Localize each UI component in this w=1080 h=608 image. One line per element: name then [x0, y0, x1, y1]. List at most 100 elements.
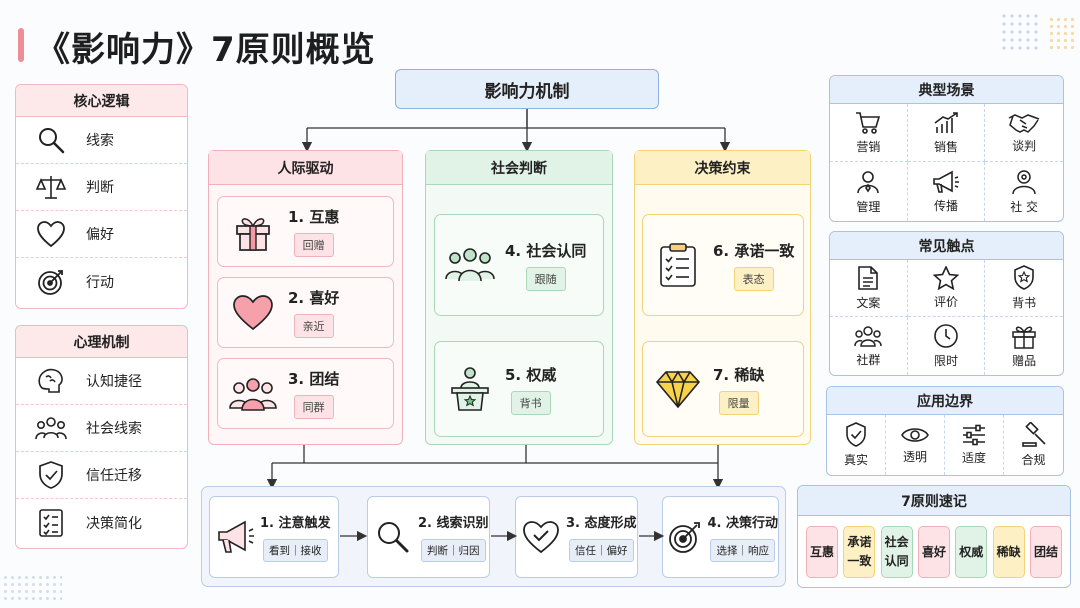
- growth-chart-icon: [933, 111, 959, 135]
- principle-card-liking: 2. 喜好 亲近: [217, 277, 394, 348]
- principle-name: 6. 承诺一致: [713, 241, 795, 260]
- psych-label: 认知捷径: [86, 374, 142, 390]
- decor-dots: [2, 574, 62, 604]
- scene-label: 销售: [933, 139, 958, 154]
- psych-item: 认知捷径: [16, 358, 187, 405]
- principle-card-scarcity: 7. 稀缺 限量: [642, 341, 804, 437]
- podium-icon: [435, 366, 505, 412]
- column-title: 社会判断: [426, 151, 612, 185]
- gift-icon: [1011, 323, 1037, 349]
- flow-step-action: 4. 决策行动 选择｜响应: [662, 496, 779, 578]
- shield-check-icon: [16, 460, 86, 490]
- gift-icon: [218, 212, 288, 252]
- scene-item: 营销: [830, 104, 908, 162]
- principle-card-social-proof: 4. 社会认同 跟随: [434, 214, 604, 316]
- touchpoint-item: 背书: [985, 260, 1063, 317]
- psych-item: 社会线索: [16, 405, 187, 452]
- memo-title: 7原则速记: [798, 486, 1070, 516]
- touchpoint-label: 背书: [1012, 296, 1037, 310]
- boundary-item: 真实: [827, 415, 886, 475]
- target-icon: [16, 267, 86, 297]
- principle-tag: 跟随: [525, 266, 566, 291]
- scene-label: 谈判: [1012, 138, 1037, 153]
- boundary-panel: 应用边界 真实 透明 适度 合规: [826, 386, 1064, 476]
- flow-step-attention: 1. 注意触发 看到｜接收: [209, 496, 339, 578]
- principle-name: 3. 团结: [288, 370, 340, 388]
- community-icon: [854, 324, 883, 348]
- touchpoint-item: 限时: [908, 317, 986, 375]
- principle-card-unity: 3. 团结 同群: [217, 358, 394, 429]
- checklist-icon: [16, 508, 86, 538]
- principle-card-reciprocity: 1. 互惠 回赠: [217, 196, 394, 267]
- flow-step-cue: 2. 线索识别 判断｜归因: [367, 496, 490, 578]
- shield-check-icon: [845, 422, 867, 448]
- flow-step-tag: 判断｜归因: [421, 539, 486, 562]
- cart-icon: [855, 111, 881, 135]
- title-accent-bar: [18, 28, 24, 62]
- manager-icon: [855, 169, 881, 195]
- principle-tag: 亲近: [293, 314, 334, 338]
- core-logic-item: 偏好: [16, 211, 187, 258]
- core-logic-title: 核心逻辑: [16, 85, 187, 117]
- touchpoint-label: 评价: [933, 295, 958, 309]
- touchpoint-label: 文案: [856, 296, 881, 310]
- scene-item: 传播: [908, 162, 986, 221]
- decor-dots: [1048, 16, 1076, 52]
- scene-label: 社 交: [1010, 199, 1039, 214]
- touchpoint-item: 赠品: [985, 317, 1063, 375]
- principle-name: 1. 互惠: [288, 208, 340, 226]
- psych-panel: 心理机制 认知捷径 社会线索 信任迁移 决策简化: [15, 325, 188, 549]
- scene-label: 营销: [856, 139, 881, 154]
- touchpoint-item: 社群: [830, 317, 908, 375]
- heart-icon: [218, 294, 288, 332]
- touchpoint-label: 限时: [933, 354, 958, 368]
- touchpoints-title: 常见触点: [830, 232, 1063, 260]
- touchpoint-item: 评价: [907, 260, 986, 317]
- principle-name: 7. 稀缺: [713, 365, 765, 384]
- column-social-judgment: 社会判断 4. 社会认同 跟随 5. 权威 背书: [425, 150, 613, 445]
- flow-step-tag: 信任｜偏好: [569, 539, 634, 562]
- touchpoint-label: 赠品: [1012, 354, 1037, 368]
- target-icon: [663, 519, 707, 555]
- sliders-icon: [961, 424, 987, 446]
- flow-step-tag: 看到｜接收: [263, 539, 328, 562]
- memo-chip: 喜好: [917, 526, 950, 578]
- core-logic-item: 判断: [16, 164, 187, 211]
- eye-icon: [901, 425, 929, 445]
- page-title: 《影响力》7原则概览: [36, 30, 376, 70]
- flow-step-name: 2. 线索识别: [418, 516, 489, 531]
- shield-star-icon: [1013, 265, 1035, 291]
- core-logic-item: 行动: [16, 258, 187, 305]
- principle-name: 2. 喜好: [288, 289, 340, 307]
- document-icon: [857, 265, 879, 291]
- brain-icon: [16, 366, 86, 396]
- memo-chip: 稀缺: [992, 526, 1025, 578]
- boundary-label: 真实: [843, 453, 868, 467]
- memo-chip: 团结: [1029, 526, 1062, 578]
- core-logic-label: 线索: [86, 133, 114, 149]
- principle-tag: 限量: [718, 390, 759, 415]
- psych-title: 心理机制: [16, 326, 187, 358]
- boundary-label: 合规: [1021, 453, 1046, 467]
- gavel-icon: [1021, 422, 1047, 448]
- column-title: 决策约束: [635, 151, 810, 185]
- scene-label: 管理: [856, 199, 881, 214]
- psych-label: 信任迁移: [86, 468, 142, 484]
- clipboard-checklist-icon: [643, 242, 713, 288]
- principle-tag: 回赠: [293, 233, 334, 257]
- principle-card-commitment: 6. 承诺一致 表态: [642, 214, 804, 316]
- psych-label: 社会线索: [86, 421, 142, 437]
- boundary-label: 透明: [902, 450, 927, 464]
- scene-item: 社 交: [985, 162, 1063, 221]
- scene-label: 传播: [933, 198, 958, 213]
- flow-step-name: 1. 注意触发: [260, 516, 331, 531]
- magnifier-icon: [16, 125, 86, 155]
- column-interpersonal: 人际驱动 1. 互惠 回赠 2. 喜好 亲近 3. 团结 同群: [208, 150, 403, 445]
- megaphone-icon: [932, 170, 960, 194]
- scene-item: 谈判: [985, 104, 1063, 162]
- boundary-item: 透明: [886, 415, 945, 475]
- flow-step-attitude: 3. 态度形成 信任｜偏好: [515, 496, 638, 578]
- memo-panel: 7原则速记 互惠 承诺一致 社会认同 喜好 权威 稀缺 团结: [797, 485, 1071, 588]
